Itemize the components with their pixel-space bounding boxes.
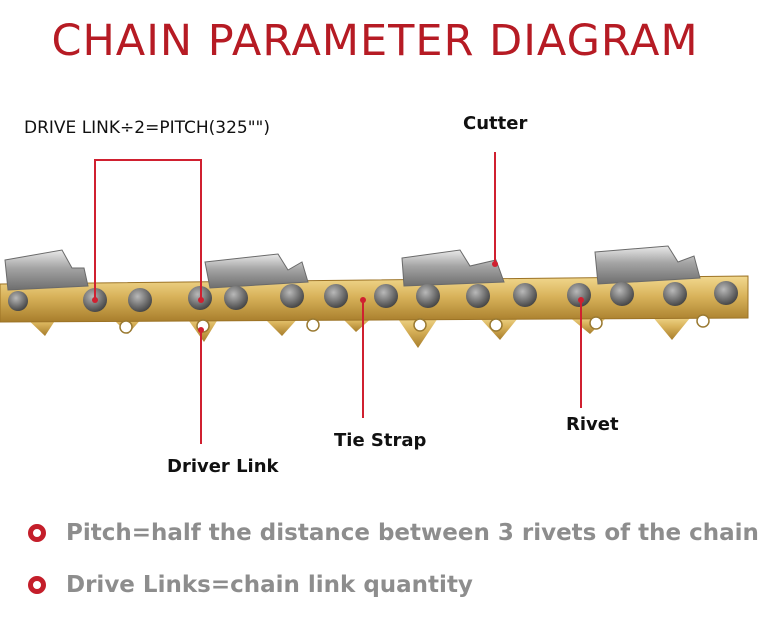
- drive-link-pitch-label: DRIVE LINK÷2=PITCH(325""): [24, 118, 271, 138]
- pitch-note-text: Pitch=half the distance between 3 rivets…: [66, 520, 759, 546]
- rivets: [8, 281, 738, 312]
- rivet-label: Rivet: [566, 414, 619, 435]
- ring-bullet-icon: [28, 576, 46, 594]
- pitch-note: Pitch=half the distance between 3 rivets…: [28, 516, 759, 550]
- pitch-bracket: [94, 159, 202, 300]
- tie-strap-label: Tie Strap: [334, 430, 427, 451]
- drive-links-note-text: Drive Links=chain link quantity: [66, 572, 473, 598]
- ring-bullet-icon: [28, 524, 46, 542]
- diagram-title: CHAIN PARAMETER DIAGRAM: [51, 16, 699, 66]
- drive-link-holes: [119, 314, 710, 334]
- callout-lines: [94, 152, 582, 444]
- cutter-label: Cutter: [463, 113, 528, 134]
- driver-link-label: Driver Link: [167, 456, 279, 477]
- chain-body: [0, 275, 749, 323]
- cutters: [4, 245, 701, 291]
- callout-dots: [92, 261, 584, 333]
- drive-links-note: Drive Links=chain link quantity: [28, 568, 473, 602]
